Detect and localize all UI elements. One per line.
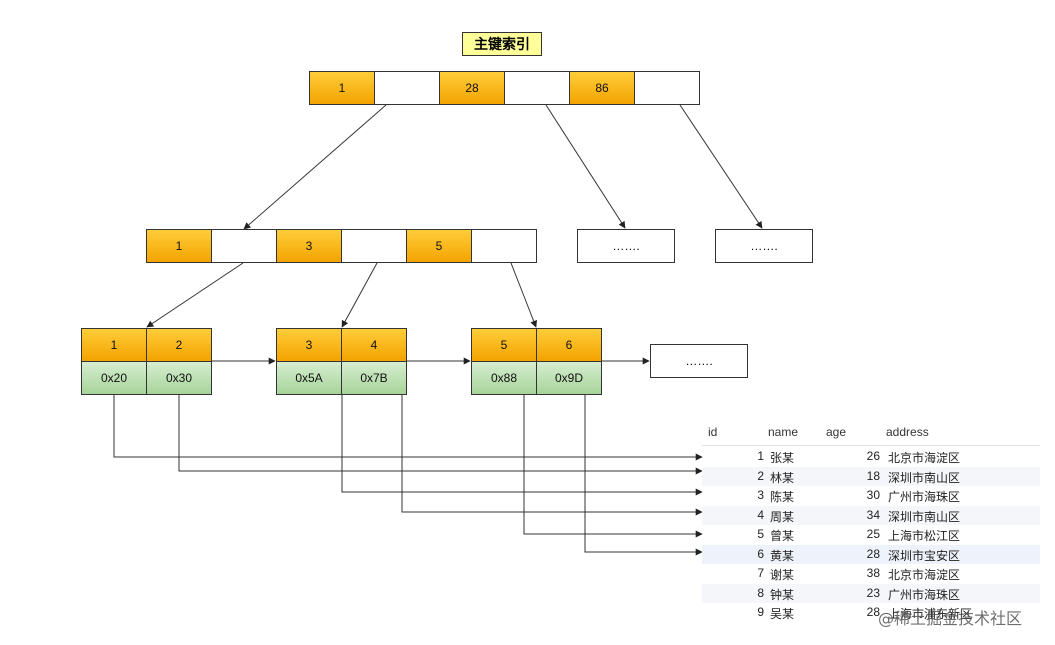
cell-name: 林某 [770, 470, 795, 485]
cell-age: 30 [866, 488, 880, 502]
root-pointer-2 [504, 71, 570, 105]
l2-key-3: 5 [406, 229, 472, 263]
cell-age: 23 [866, 585, 880, 600]
table-header: id name age address [702, 419, 1040, 446]
leaf2-addr-1: 0x5A [276, 361, 342, 395]
root-key-3: 86 [569, 71, 635, 105]
cell-address: 上海市松江区 [888, 529, 961, 543]
arrow-root-to-l2-mid [545, 104, 626, 229]
leaf2-key-2: 4 [341, 328, 407, 362]
cell-address: 北京市海淀区 [888, 451, 961, 465]
table-row[interactable]: 8 钟某 23 广州市海珠区 [702, 583, 1040, 603]
l2-ellipsis-node-2: ……. [715, 229, 813, 263]
cell-age: 18 [866, 468, 880, 483]
cell-id: 6 [757, 546, 764, 561]
cell-id: 4 [757, 507, 764, 522]
cell-address: 深圳市宝安区 [888, 548, 961, 563]
header-age[interactable]: age [826, 425, 847, 439]
table-row[interactable]: 5 曾某 25 上海市松江区 [702, 525, 1040, 544]
leaf1-key-2: 2 [146, 328, 212, 362]
root-key-2: 28 [439, 71, 505, 105]
root-pointer-1 [374, 71, 440, 105]
arrow-0x88-to-row5 [523, 395, 703, 538]
l2-key-1: 1 [146, 229, 212, 263]
cell-age: 25 [866, 527, 880, 541]
cell-id: 3 [757, 488, 764, 502]
cell-name: 陈某 [770, 490, 795, 504]
cell-id: 9 [757, 605, 764, 619]
cell-age: 28 [866, 605, 880, 619]
l2-pointer-1 [211, 229, 277, 263]
leaf1-addr-2: 0x30 [146, 361, 212, 395]
cell-address: 北京市海淀区 [888, 568, 961, 582]
leaf1-key-1: 1 [81, 328, 147, 362]
cell-name: 周某 [770, 509, 795, 524]
arrow-root-to-l2-left [243, 104, 387, 230]
cell-name: 吴某 [770, 607, 795, 621]
cell-address: 深圳市南山区 [888, 509, 961, 524]
leaf2-addr-2: 0x7B [341, 361, 407, 395]
arrow-0x20-to-row1 [113, 395, 703, 461]
table-row[interactable]: 3 陈某 30 广州市海珠区 [702, 486, 1040, 505]
cell-name: 钟某 [770, 587, 795, 602]
leaf3-addr-1: 0x88 [471, 361, 537, 395]
leaf1-addr-1: 0x20 [81, 361, 147, 395]
arrow-l2-to-leaf1 [146, 262, 244, 328]
l2-ellipsis-node-1: ……. [577, 229, 675, 263]
cell-id: 7 [757, 566, 764, 580]
watermark: @稀土掘金技术社区 [878, 609, 1023, 628]
leaf2-key-1: 3 [276, 328, 342, 362]
leaf3-key-2: 6 [536, 328, 602, 362]
leaf3-key-1: 5 [471, 328, 537, 362]
cell-name: 黄某 [770, 548, 795, 563]
cell-age: 28 [866, 546, 880, 561]
cell-name: 张某 [770, 451, 795, 465]
table-row[interactable]: 9 吴某 28 上海市浦东新区 [702, 603, 1040, 622]
l2-pointer-2 [341, 229, 407, 263]
arrow-root-to-l2-right [679, 104, 763, 229]
cell-address: 广州市海珠区 [888, 587, 961, 602]
cell-address: 广州市海珠区 [888, 490, 961, 504]
header-id[interactable]: id [708, 425, 718, 439]
arrow-0x5A-to-row3 [341, 395, 703, 496]
table-row[interactable]: 2 林某 18 深圳市南山区 [702, 466, 1040, 486]
cell-age: 38 [866, 566, 880, 580]
l2-key-2: 3 [276, 229, 342, 263]
leaf-ellipsis-node: ……. [650, 344, 748, 378]
header-name[interactable]: name [768, 425, 799, 439]
cell-id: 1 [757, 449, 764, 463]
arrow-l2-to-leaf2 [341, 262, 378, 328]
table-row[interactable]: 1 张某 26 北京市海淀区 [702, 447, 1040, 466]
arrow-0x7B-to-row4 [401, 395, 703, 516]
cell-id: 2 [757, 468, 764, 483]
table-row[interactable]: 6 黄某 28 深圳市宝安区 [702, 544, 1040, 564]
arrow-l2-to-leaf3 [510, 262, 537, 328]
arrow-0x30-to-row2 [178, 395, 703, 475]
diagram-title: 主键索引 [462, 32, 542, 56]
arrow-0x9D-to-row6 [584, 395, 703, 556]
user-data-table: id name age address 1 张某 26 北京市海淀区 2 林某 18 深圳市南… [702, 419, 1040, 631]
root-pointer-3 [634, 71, 700, 105]
table-row[interactable]: 4 周某 34 深圳市南山区 [702, 505, 1040, 525]
cell-name: 曾某 [770, 529, 795, 543]
cell-age: 26 [866, 449, 880, 463]
cell-id: 8 [757, 585, 764, 600]
cell-address: 深圳市南山区 [888, 470, 961, 485]
cell-name: 谢某 [770, 568, 795, 582]
header-address[interactable]: address [886, 425, 929, 439]
cell-age: 34 [866, 507, 880, 522]
l2-pointer-3 [471, 229, 537, 263]
cell-address: 上海市浦东新区 [888, 607, 973, 621]
cell-id: 5 [757, 527, 764, 541]
table-row[interactable]: 7 谢某 38 北京市海淀区 [702, 564, 1040, 583]
leaf3-addr-2: 0x9D [536, 361, 602, 395]
root-key-1: 1 [309, 71, 375, 105]
